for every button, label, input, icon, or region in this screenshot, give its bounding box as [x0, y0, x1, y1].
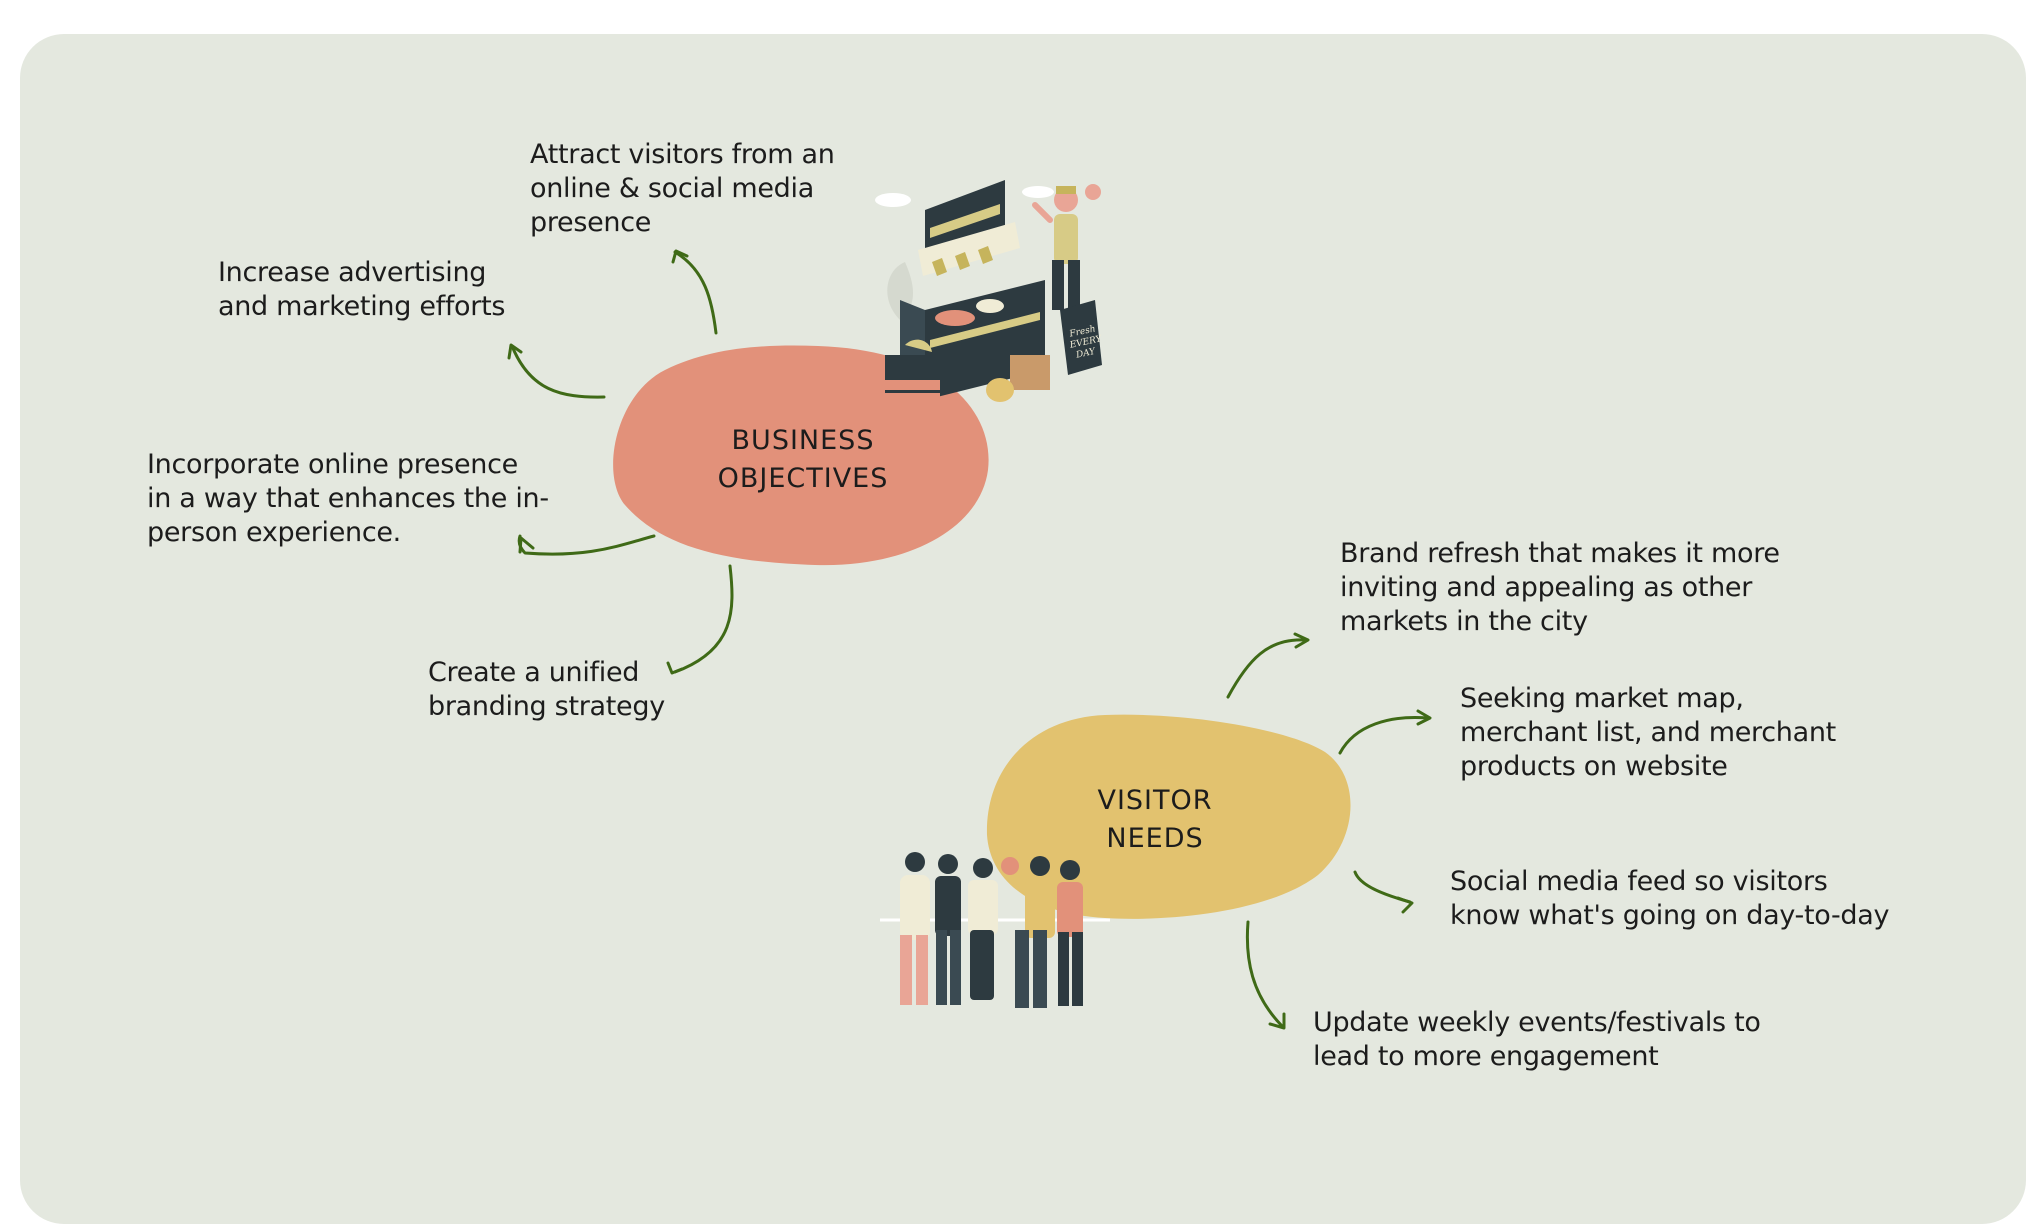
arrow-to-increase-advertising [510, 344, 606, 399]
arrow-to-unified-branding [673, 564, 734, 674]
need-weekly-events: Update weekly events/festivals to lead t… [1313, 1007, 1761, 1072]
stall-sign-text: FreshEVERYDAY [1066, 323, 1106, 361]
objective-attract-visitors: Attract visitors from an online & social… [530, 139, 835, 238]
need-social-media-feed: Social media feed so visitors know what'… [1450, 866, 1890, 931]
arrow-to-social-media-feed [1353, 870, 1412, 904]
objective-increase-advertising: Increase advertising and marketing effor… [218, 257, 506, 322]
arrow-to-weekly-events [1245, 920, 1284, 1028]
objective-unified-branding: Create a unified branding strategy [428, 657, 665, 722]
market-stall-illustration: FreshEVERYDAY [875, 180, 1106, 402]
business-objectives-label: BUSINESS OBJECTIVES [717, 425, 889, 494]
need-brand-refresh: Brand refresh that makes it more invitin… [1340, 538, 1780, 637]
arrow-to-brand-refresh [1226, 638, 1307, 699]
diagram-background [20, 34, 2026, 1224]
visitor-needs-label: VISITOR NEEDS [1097, 785, 1213, 854]
arrow-to-market-map [1338, 716, 1430, 755]
objective-incorporate-online: Incorporate online presence in a way tha… [147, 449, 549, 548]
arrow-to-attract-visitors [673, 250, 718, 335]
need-market-map: Seeking market map, merchant list, and m… [1460, 683, 1836, 782]
people-group-illustration [880, 852, 1110, 1008]
